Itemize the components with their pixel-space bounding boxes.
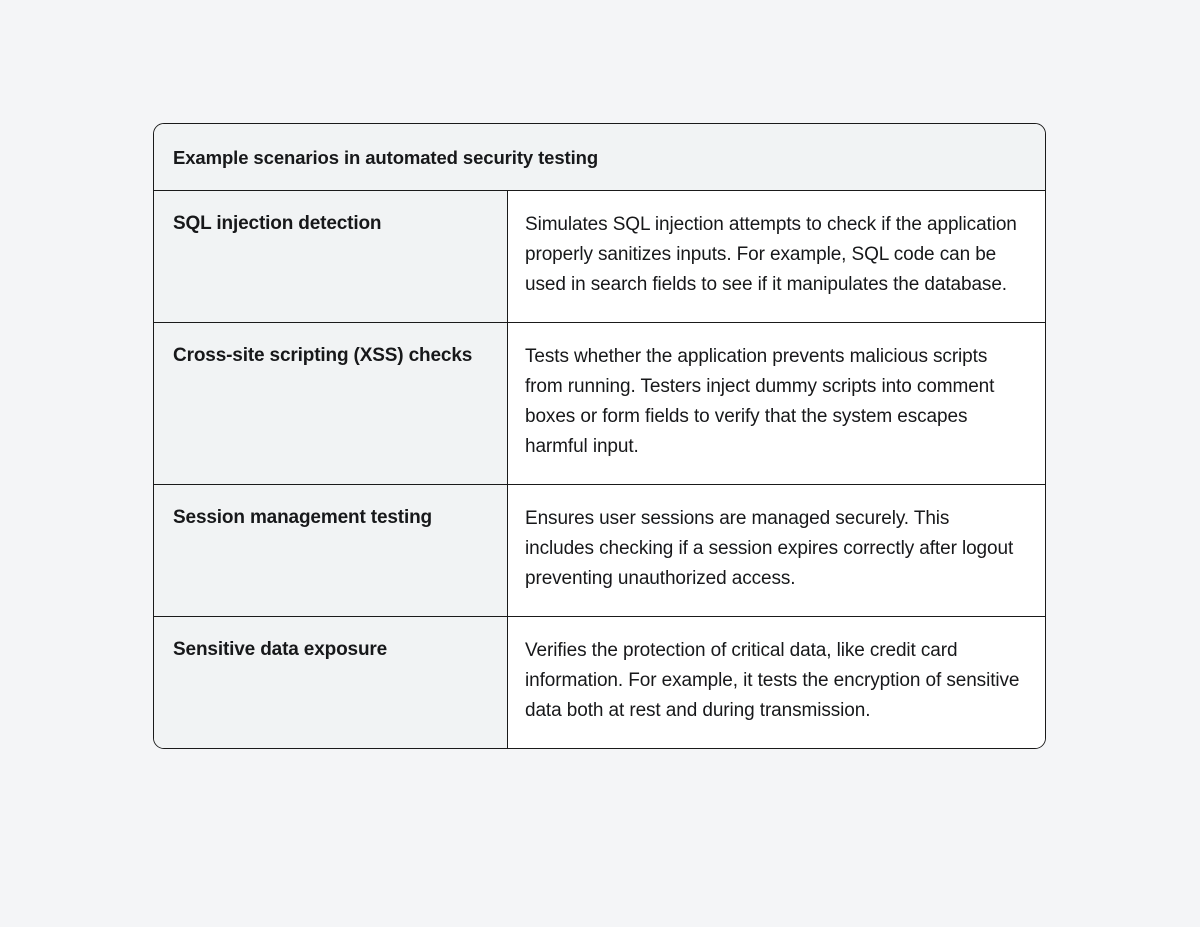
table-cell-term: Sensitive data exposure [154, 617, 508, 749]
description-text: Ensures user sessions are managed secure… [525, 508, 1014, 590]
table-row: Sensitive data exposure Verifies the pro… [154, 617, 1045, 749]
table-header-row: Example scenarios in automated security … [154, 124, 1045, 192]
term-label: Sensitive data exposure [173, 639, 388, 661]
table-cell-description: Ensures user sessions are managed secure… [508, 485, 1045, 617]
table-cell-term: Session management testing [154, 485, 508, 617]
table-title: Example scenarios in automated security … [173, 147, 599, 168]
table-row: SQL injection detection Simulates SQL in… [154, 191, 1045, 324]
description-text: Verifies the protection of critical data… [525, 640, 1020, 722]
description-text: Tests whether the application prevents m… [525, 346, 995, 458]
table-row: Cross-site scripting (XSS) checks Tests … [154, 323, 1045, 486]
term-label: Session management testing [173, 507, 433, 529]
term-label: Cross-site scripting (XSS) checks [173, 345, 473, 367]
table-cell-term: Cross-site scripting (XSS) checks [154, 323, 508, 485]
term-label: SQL injection detection [173, 213, 382, 235]
table-cell-term: SQL injection detection [154, 191, 508, 323]
table-cell-description: Tests whether the application prevents m… [508, 323, 1045, 485]
description-text: Simulates SQL injection attempts to chec… [525, 214, 1017, 296]
table-cell-description: Simulates SQL injection attempts to chec… [508, 191, 1045, 323]
table-cell-description: Verifies the protection of critical data… [508, 617, 1045, 749]
table-row: Session management testing Ensures user … [154, 485, 1045, 618]
scenarios-table: Example scenarios in automated security … [153, 123, 1046, 750]
